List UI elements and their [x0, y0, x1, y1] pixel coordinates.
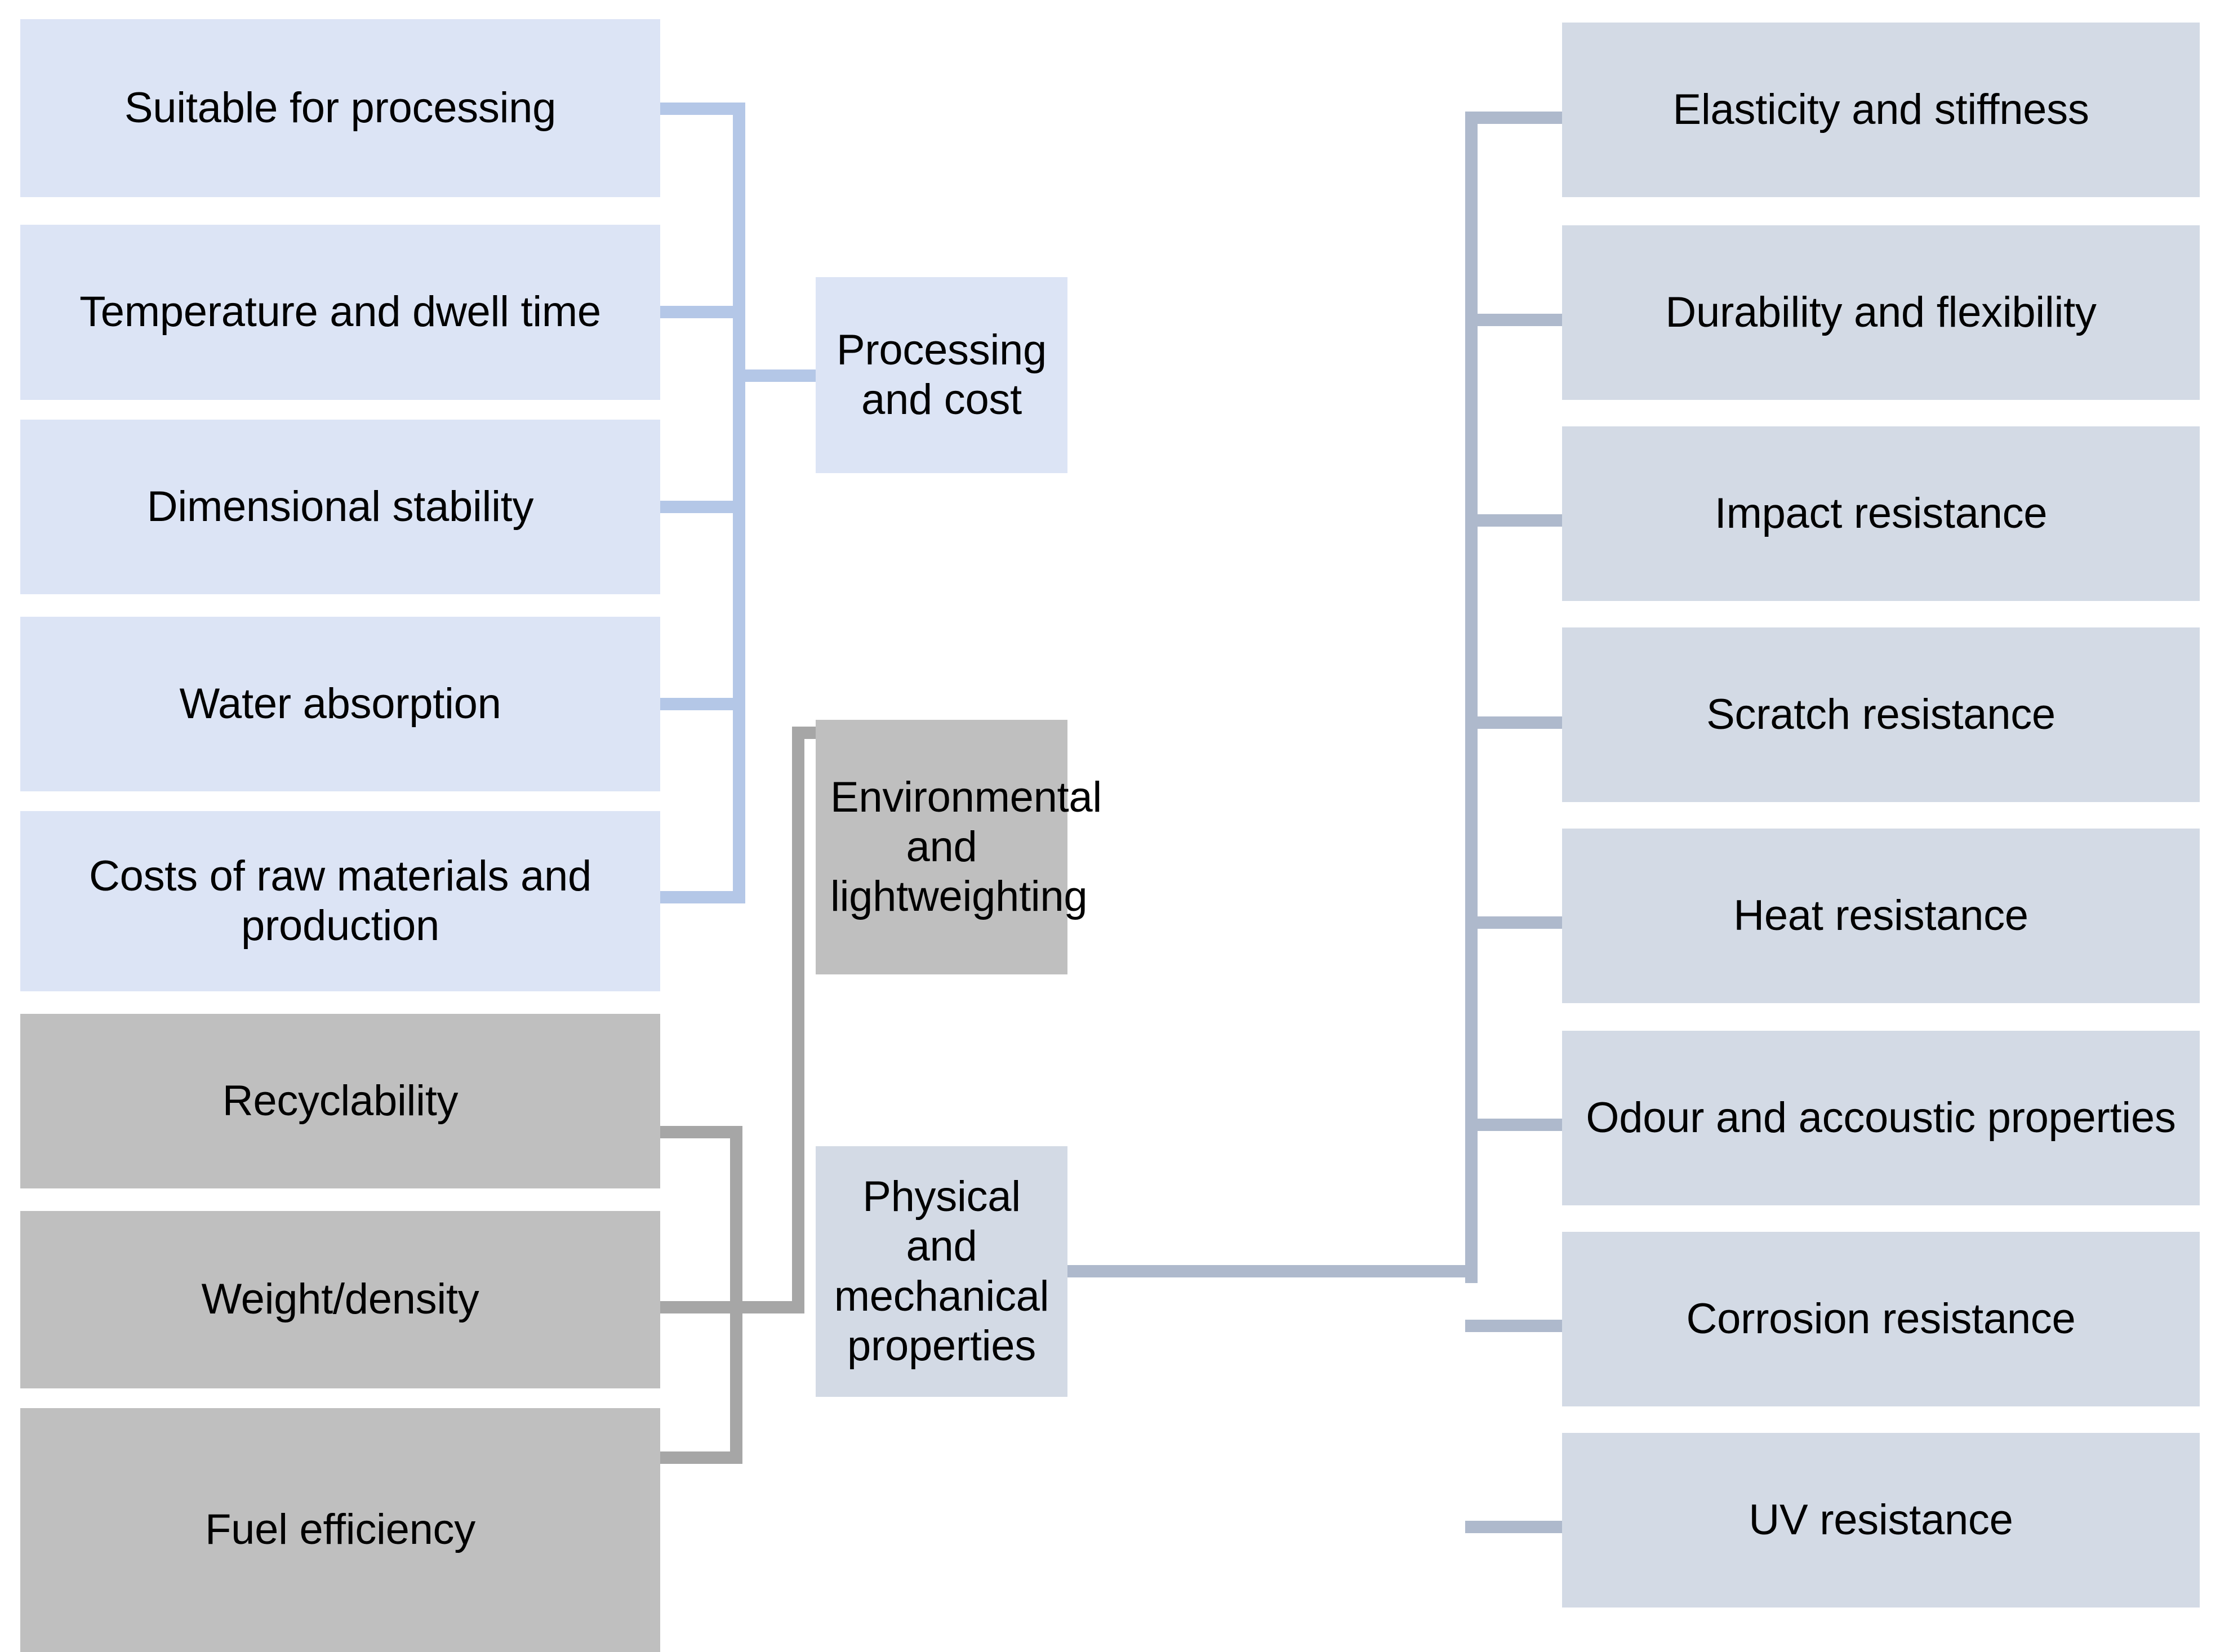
node-processing-and-cost[interactable]: Processing and cost [816, 277, 1067, 473]
node-elasticity-and-stiffness[interactable]: Elasticity and stiffness [1562, 23, 2200, 197]
connector-slate-leaf-5 [1465, 916, 1568, 929]
connector-blue-to-processing [733, 369, 823, 382]
node-label: Impact resistance [1714, 489, 2048, 537]
node-label: Recyclability [222, 1076, 459, 1125]
node-label: Durability and flexibility [1665, 288, 2097, 336]
connector-slate-leaf-4 [1465, 716, 1568, 729]
connector-gray-leaf-1 [660, 1126, 742, 1138]
node-weight-density[interactable]: Weight/density [20, 1211, 660, 1388]
node-impact-resistance[interactable]: Impact resistance [1562, 426, 2200, 601]
node-label: Elasticity and stiffness [1672, 85, 2089, 133]
node-scratch-resistance[interactable]: Scratch resistance [1562, 627, 2200, 802]
connector-gray-trunk [730, 1126, 742, 1464]
connector-slate-leaf-7 [1465, 1320, 1568, 1332]
node-costs-of-raw-materials-and-production[interactable]: Costs of raw materials and production [20, 811, 660, 991]
node-label: Processing and cost [837, 326, 1047, 424]
node-label: Temperature and dwell time [79, 288, 601, 336]
node-label: Environmental and lightweighting [830, 773, 1102, 921]
node-label: Scratch resistance [1706, 690, 2056, 738]
connector-slate-stub-from-physical [1067, 1265, 1472, 1277]
connector-slate-leaf-3 [1465, 514, 1568, 527]
node-environmental-and-lightweighting[interactable]: Environmental and lightweighting [816, 720, 1102, 974]
node-label: Odour and accoustic properties [1586, 1093, 2176, 1142]
connector-slate-leaf-2 [1465, 314, 1568, 326]
node-uv-resistance[interactable]: UV resistance [1562, 1433, 2200, 1608]
node-corrosion-resistance[interactable]: Corrosion resistance [1562, 1232, 2200, 1406]
node-heat-resistance[interactable]: Heat resistance [1562, 829, 2200, 1003]
connector-blue-leaf-5 [660, 891, 739, 903]
node-label: Weight/density [201, 1275, 479, 1324]
node-label: UV resistance [1749, 1495, 2013, 1544]
node-label: Corrosion resistance [1686, 1294, 2076, 1343]
connector-gray-elbow-vertical [792, 727, 804, 1313]
node-recyclability[interactable]: Recyclability [20, 1014, 660, 1188]
connector-blue-leaf-3 [660, 501, 739, 513]
node-label: Heat resistance [1733, 891, 2028, 939]
connector-gray-leaf-2 [660, 1301, 742, 1313]
node-label: Costs of raw materials and production [89, 852, 591, 950]
node-physical-and-mechanical-properties[interactable]: Physical and mechanical properties [816, 1146, 1067, 1397]
connector-slate-leaf-8 [1465, 1521, 1568, 1533]
node-temperature-and-dwell-time[interactable]: Temperature and dwell time [20, 225, 660, 400]
connector-blue-leaf-1 [660, 103, 739, 115]
node-durability-and-flexibility[interactable]: Durability and flexibility [1562, 225, 2200, 400]
connector-blue-leaf-4 [660, 698, 739, 710]
node-dimensional-stability[interactable]: Dimensional stability [20, 420, 660, 594]
node-suitable-for-processing[interactable]: Suitable for processing [20, 19, 660, 197]
connector-slate-trunk [1465, 112, 1478, 1283]
node-odour-and-accoustic-properties[interactable]: Odour and accoustic properties [1562, 1031, 2200, 1205]
node-label: Fuel efficiency [205, 1506, 475, 1554]
node-label: Suitable for processing [124, 83, 557, 132]
node-label: Physical and mechanical properties [834, 1173, 1049, 1370]
connector-blue-leaf-2 [660, 306, 739, 318]
node-label: Dimensional stability [146, 482, 534, 531]
connector-slate-leaf-1 [1465, 112, 1568, 124]
connector-gray-leaf-3 [660, 1451, 742, 1464]
node-label: Water absorption [179, 679, 501, 728]
node-fuel-efficiency[interactable]: Fuel efficiency [20, 1408, 660, 1652]
node-water-absorption[interactable]: Water absorption [20, 617, 660, 791]
connector-gray-elbow-horizontal [730, 1301, 804, 1313]
connector-slate-leaf-6 [1465, 1119, 1568, 1131]
